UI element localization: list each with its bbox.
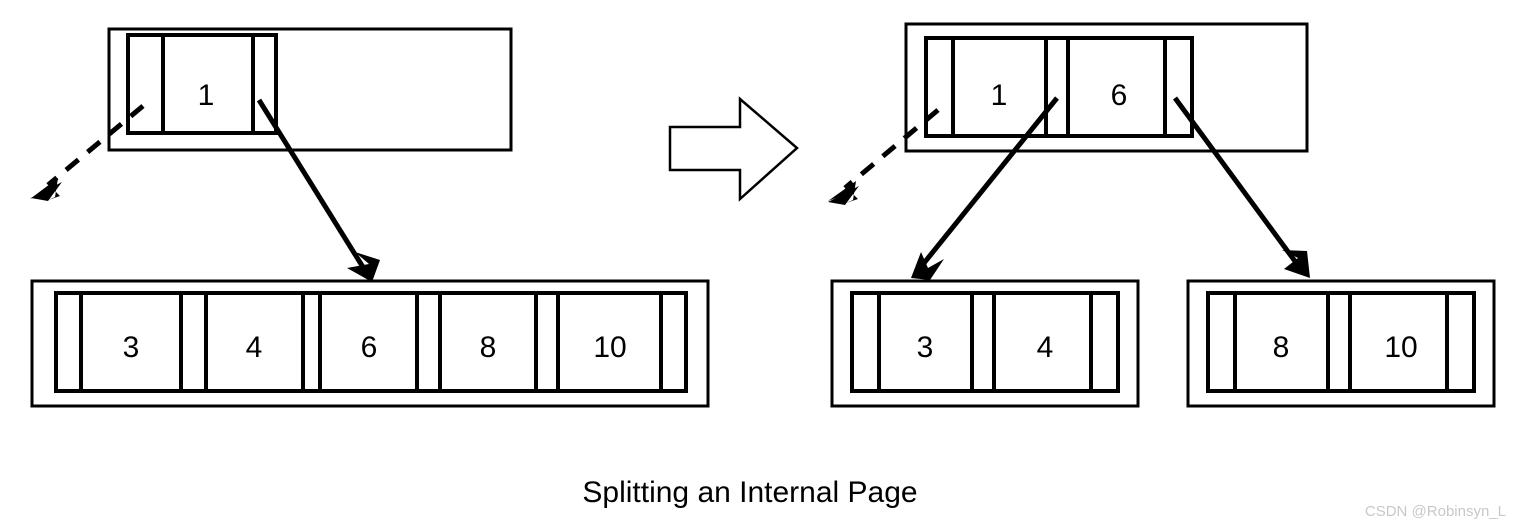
dashed-edge-left-before bbox=[30, 104, 145, 201]
solid-edge-to-right-child-after-line bbox=[1172, 96, 1303, 270]
root-before-key-0: 1 bbox=[198, 79, 215, 112]
child-right-after-key-0: 8 bbox=[1273, 331, 1290, 364]
watermark: CSDN @Robinsyn_L bbox=[1365, 503, 1506, 520]
solid-edge-to-child-before bbox=[256, 98, 380, 282]
child-before-key-1: 4 bbox=[246, 331, 263, 364]
right-block-arrow bbox=[668, 96, 799, 202]
root-after-key-1: 6 bbox=[1111, 79, 1128, 112]
child-before-cell-strip bbox=[54, 291, 688, 393]
child-right-after-key-1: 10 bbox=[1384, 331, 1417, 364]
child-left-after-key-1: 4 bbox=[1037, 331, 1054, 364]
dashed-edge-left-before-line bbox=[46, 104, 145, 187]
internal-page-child-before: 3 4 6 8 10 bbox=[30, 279, 710, 408]
solid-edge-to-left-child-after-head bbox=[911, 252, 944, 280]
solid-edge-to-child-before-line bbox=[256, 98, 369, 274]
child-before-key-0: 3 bbox=[123, 331, 140, 364]
child-right-after-cell-strip bbox=[1206, 291, 1476, 393]
dashed-edge-left-after-line bbox=[843, 108, 940, 190]
child-before-key-4: 10 bbox=[593, 331, 626, 364]
dashed-edge-left-before-head-fill bbox=[31, 182, 62, 201]
solid-edge-to-right-child-after bbox=[1172, 96, 1310, 278]
child-before-key-2: 6 bbox=[361, 331, 378, 364]
child-left-after-cell-strip bbox=[850, 291, 1120, 393]
root-after-cell-strip bbox=[924, 36, 1194, 138]
child-left-after-key-0: 3 bbox=[917, 331, 934, 364]
internal-page-root-after: 1 6 bbox=[904, 22, 1309, 153]
figure-caption: Splitting an Internal Page bbox=[582, 476, 917, 509]
dashed-edge-left-after-head-fill bbox=[828, 181, 858, 203]
child-before-key-3: 8 bbox=[480, 331, 497, 364]
root-after-key-0: 1 bbox=[991, 79, 1008, 112]
dashed-edge-left-after bbox=[828, 108, 940, 205]
solid-edge-to-left-child-after bbox=[911, 96, 1059, 280]
internal-page-child-right-after: 8 10 bbox=[1186, 279, 1496, 408]
dashed-edge-left-before-head bbox=[30, 178, 60, 200]
solid-edge-to-child-before-head bbox=[347, 252, 380, 282]
internal-page-root-before: 1 bbox=[107, 27, 513, 152]
split-transition-arrow bbox=[668, 96, 799, 202]
internal-page-child-left-after: 3 4 bbox=[830, 279, 1140, 408]
solid-edge-to-right-child-after-head bbox=[1282, 250, 1310, 278]
solid-edge-to-left-child-after-line bbox=[918, 96, 1059, 270]
